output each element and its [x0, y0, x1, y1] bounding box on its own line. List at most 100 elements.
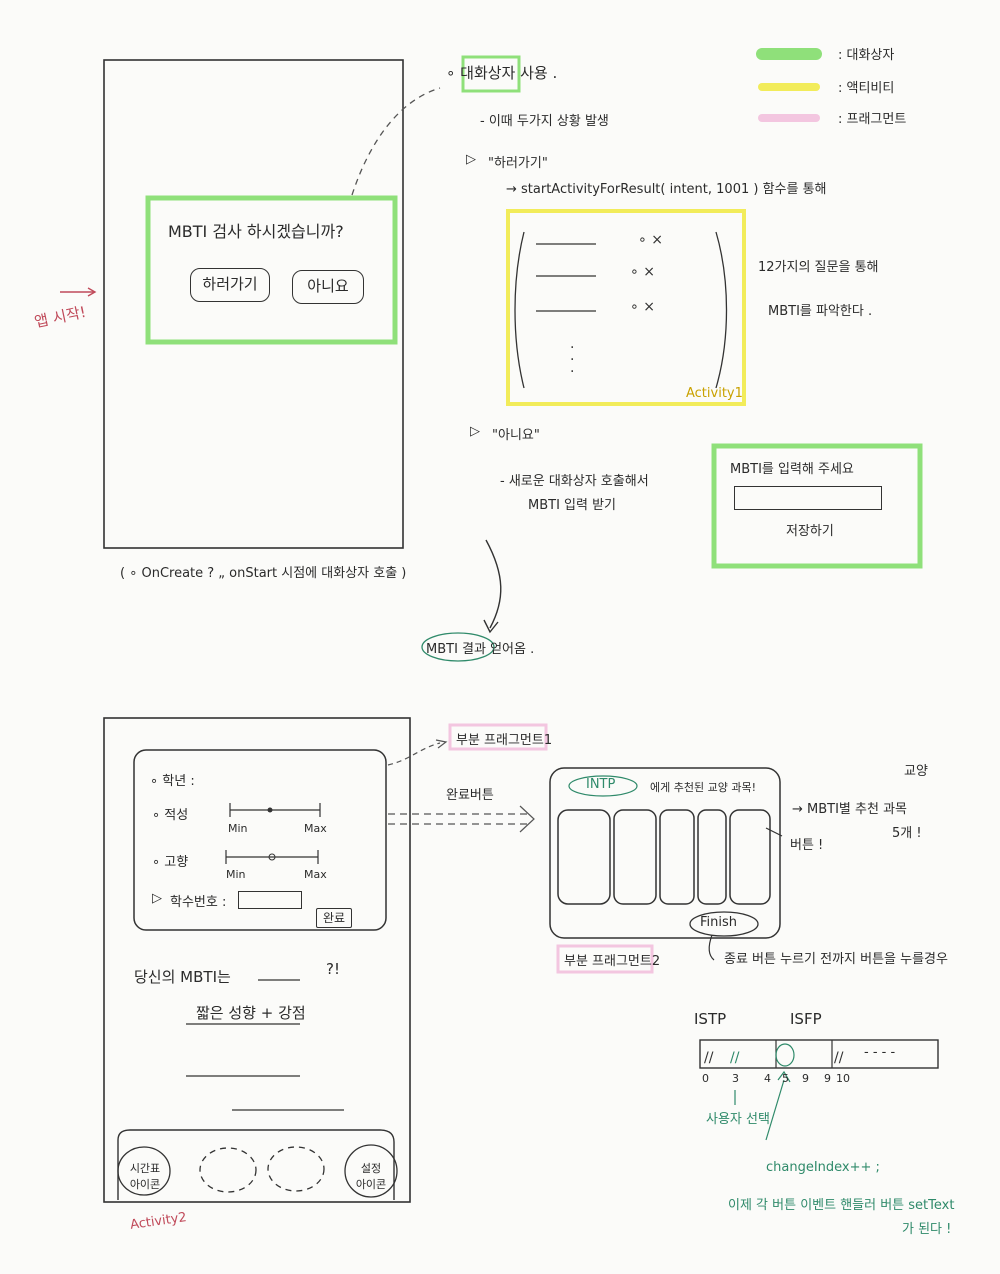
case-no-label: "아니요"	[492, 428, 540, 443]
activity1-label: Activity1	[686, 386, 743, 401]
input-dialog-title: MBTI를 입력해 주세요	[730, 462, 854, 477]
slider-max-label: Max	[304, 822, 327, 835]
index-label: 10	[836, 1072, 850, 1085]
case-go-bullet: ▷	[466, 152, 476, 167]
ox-mark: ∘ ×	[638, 232, 663, 248]
slider-thumb	[268, 853, 276, 861]
start-activity-note: → startActivityForResult( intent, 1001 )…	[506, 182, 827, 197]
nav-icon-timetable	[117, 1146, 171, 1196]
dialog-highlight	[145, 195, 398, 345]
case-no-bullet: ▷	[470, 424, 480, 439]
dashed-link-fragment1	[387, 742, 441, 766]
index-label: 9	[802, 1072, 809, 1085]
mbti-result-note: MBTI 결과 얻어옴 .	[426, 642, 535, 657]
type-isfp: ISFP	[790, 1010, 822, 1028]
your-mbti-end: ?!	[326, 960, 340, 978]
mbti-input-field[interactable]	[734, 486, 882, 510]
legend-label-fragment: : 프래그먼트	[838, 112, 907, 127]
arrow-to-result	[485, 539, 502, 629]
dialog-question: MBTI 검사 하시겠습니까?	[168, 222, 344, 241]
case-go-label: "하러가기"	[488, 156, 548, 171]
finish-note-bracket	[708, 934, 715, 961]
fragment1-label: 부분 프래그먼트1	[456, 733, 553, 748]
fragment2-label-box	[556, 944, 654, 974]
fragment2-box	[549, 767, 781, 939]
array-mark: //	[704, 1050, 714, 1066]
activity1-box	[506, 209, 746, 406]
event-note-2: 가 된다 !	[902, 1222, 952, 1237]
oncreate-note: ( ∘ OnCreate ? „ onStart 시점에 대화상자 호출 )	[120, 566, 407, 581]
course-code-bullet: ▷	[152, 891, 162, 906]
field-aptitude: ∘ 적성	[152, 808, 189, 823]
recommend-note-2: 5개 !	[892, 826, 922, 841]
event-note-1: 이제 각 버튼 이벤트 핸들러 버튼 setText	[728, 1198, 955, 1213]
ellipsis-dot: ·	[570, 364, 574, 380]
go-button[interactable]: 하러가기	[190, 268, 270, 302]
legend-label-activity: : 액티비티	[838, 81, 895, 96]
course-code-input[interactable]	[238, 891, 302, 909]
slider-min-label: Min	[228, 822, 248, 835]
arrow-head	[777, 1070, 791, 1083]
course-button[interactable]	[557, 809, 611, 905]
field-grade: ∘ 학년 :	[150, 774, 195, 789]
two-cases-note: - 이때 두가지 상황 발생	[480, 114, 609, 129]
finish-button-outline	[689, 911, 759, 937]
nav-timetable-label-2[interactable]: 아이콘	[129, 1178, 161, 1191]
trait-text: 짧은 성향 + 강점	[196, 1004, 306, 1022]
array-cells: - - - -	[864, 1045, 896, 1060]
change-index-note: changeIndex++ ;	[766, 1160, 880, 1175]
other-dialog-note-2: MBTI 입력 받기	[528, 498, 617, 513]
bracket-right	[715, 231, 728, 389]
arrow-head	[435, 739, 448, 749]
change-arrow	[765, 1079, 785, 1141]
course-button[interactable]	[729, 809, 771, 905]
index-label: 4	[764, 1072, 771, 1085]
fragment1-box	[133, 749, 387, 931]
nav-settings-label-1[interactable]: 설정	[360, 1162, 382, 1175]
index-label: 0	[702, 1072, 709, 1085]
no-button[interactable]: 아니요	[292, 270, 364, 304]
your-mbti-label: 당신의 MBTI는	[134, 968, 231, 986]
array-mark: //	[834, 1050, 844, 1066]
index-circle	[775, 1043, 795, 1067]
complete-button[interactable]: 완료	[316, 908, 352, 928]
course-button[interactable]	[613, 809, 657, 905]
intp-circle	[568, 775, 638, 797]
slider-max-label: Max	[304, 868, 327, 881]
index-label: 3	[732, 1072, 739, 1085]
gyoyang-note: 교양	[904, 764, 928, 779]
bottom-nav	[117, 1129, 395, 1200]
field-hometown: ∘ 고향	[152, 855, 189, 870]
ox-mark: ∘ ×	[630, 299, 655, 315]
finish-button[interactable]: Finish	[700, 915, 738, 930]
dialog-use-title: ∘ 대화상자 사용 .	[446, 64, 558, 82]
slider-min-label: Min	[226, 868, 246, 881]
arrow-head	[519, 805, 535, 833]
course-button[interactable]	[697, 809, 727, 905]
fragment2-label: 부분 프래그먼트2	[564, 954, 661, 969]
fragment1-label-box	[448, 723, 548, 751]
ellipsis-dot: ·	[570, 352, 574, 368]
nav-timetable-label-1[interactable]: 시간표	[129, 1162, 161, 1175]
input-dialog-box	[711, 443, 923, 569]
index-label: 5	[782, 1072, 789, 1085]
nav-settings-label-2[interactable]: 아이콘	[355, 1178, 387, 1191]
phone-frame-1	[103, 59, 404, 549]
bracket-left	[514, 231, 525, 389]
save-button[interactable]: 저장하기	[786, 524, 834, 539]
index-label: 9	[824, 1072, 831, 1085]
course-button[interactable]	[659, 809, 695, 905]
type-istp: ISTP	[694, 1010, 727, 1028]
button-note-pointer	[765, 827, 783, 837]
recommend-note-1: → MBTI별 추천 과목	[792, 802, 907, 817]
array-box	[699, 1039, 939, 1069]
user-select-note: 사용자 선택	[706, 1112, 770, 1127]
fragment2-header: 에게 추천된 교양 과목!	[650, 781, 756, 794]
arrow-head	[483, 619, 499, 634]
intp-label: INTP	[586, 777, 616, 792]
nav-icon-placeholder	[199, 1147, 257, 1193]
result-circle	[421, 632, 495, 662]
questions-note-1: 12가지의 질문을 통해	[758, 260, 879, 275]
arrow-head	[87, 287, 97, 297]
